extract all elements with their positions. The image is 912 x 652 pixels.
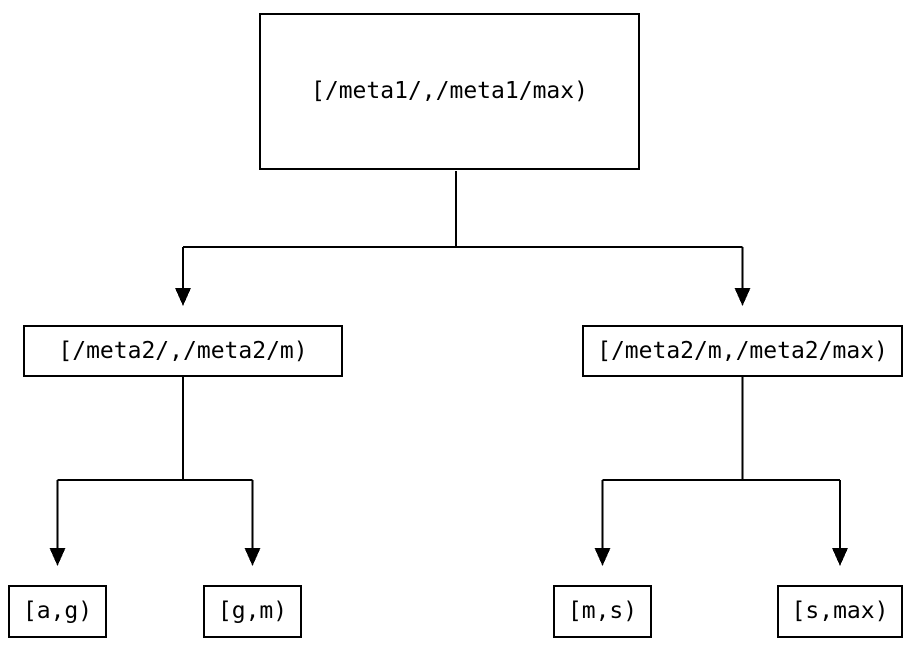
arrowhead-down-icon <box>734 288 751 306</box>
connector-root-to-level2 <box>175 171 751 306</box>
leaf-node: [s,max) <box>777 585 903 638</box>
connector-stub-line <box>182 171 744 288</box>
connector-left-branch-to-leaves <box>49 377 261 566</box>
branch-node-label: [/meta2/m,/meta2/max) <box>597 337 888 364</box>
connector-stub-line <box>56 377 254 548</box>
leaf-node-label: [s,max) <box>791 598 889 624</box>
connector-stub-line <box>601 377 841 548</box>
arrowhead-down-icon <box>244 548 261 566</box>
root-node: [/meta1/,/meta1/max) <box>259 13 640 170</box>
branch-node-right: [/meta2/m,/meta2/max) <box>582 325 903 377</box>
arrowhead-down-icon <box>594 548 611 566</box>
arrowhead-down-icon <box>175 288 191 306</box>
leaf-node: [m,s) <box>553 585 652 638</box>
leaf-node-label: [m,s) <box>567 598 638 624</box>
leaf-node: [a,g) <box>8 585 107 638</box>
leaf-node-label: [a,g) <box>22 598 93 624</box>
connector-right-branch-to-leaves <box>594 377 848 566</box>
root-node-label: [/meta1/,/meta1/max) <box>311 78 588 104</box>
branch-node-label: [/meta2/,/meta2/m) <box>58 337 308 364</box>
leaf-node-label: [g,m) <box>217 598 288 624</box>
arrowhead-down-icon <box>49 548 66 566</box>
arrowhead-down-icon <box>832 548 848 566</box>
branch-node-left: [/meta2/,/meta2/m) <box>23 325 343 377</box>
leaf-node: [g,m) <box>203 585 302 638</box>
